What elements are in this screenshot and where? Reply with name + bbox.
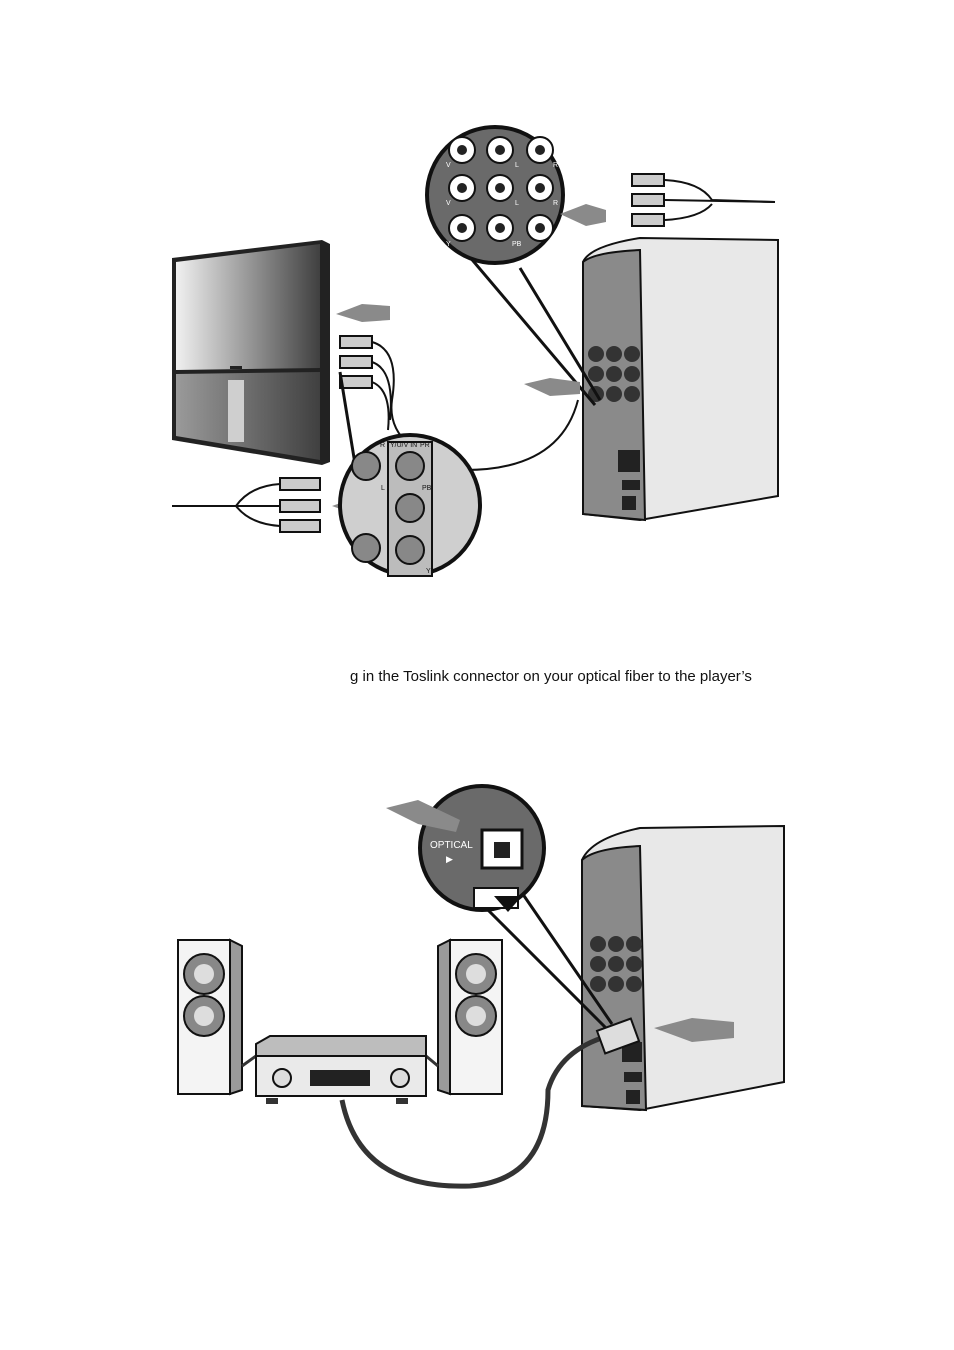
- jack-label: L: [381, 485, 385, 492]
- jack-label: PR: [420, 442, 430, 449]
- optical-fiber-cable: [339, 1017, 641, 1189]
- jack-label: R: [553, 162, 558, 169]
- rca-cable-plugs-top: [631, 173, 776, 227]
- player-jack-magnifier: V L R V L R Y PB PR: [425, 125, 602, 406]
- stereo-amplifier: [241, 1035, 439, 1104]
- jack-label: R: [553, 200, 558, 207]
- television: [172, 240, 330, 465]
- instruction-caption: g in the Toslink connector on your optic…: [350, 668, 752, 685]
- jack-label: L: [515, 162, 519, 169]
- jack-label: PR: [548, 241, 558, 248]
- media-player-device: [582, 236, 779, 522]
- jack-label: PB: [512, 241, 522, 248]
- right-speaker: [437, 938, 503, 1096]
- jack-label: R: [380, 442, 385, 449]
- jack-label: Y: [446, 241, 451, 248]
- jack-label: V: [446, 200, 451, 207]
- arrow-icon: [386, 800, 734, 1042]
- jack-label: Y/U/V IN: [390, 442, 417, 449]
- jack-label: PB: [422, 485, 432, 492]
- left-speaker: [177, 938, 243, 1096]
- tv-cable-plugs: [339, 335, 579, 472]
- optical-jack-magnifier: OPTICAL ▶: [418, 784, 614, 1032]
- jack-label: V: [446, 162, 451, 169]
- optical-arrow-icon: ▶: [446, 855, 453, 865]
- component-connection-figure: V L R V L R Y PB PR: [172, 125, 779, 577]
- optical-label: OPTICAL: [430, 840, 473, 851]
- rca-cable-plugs-bottom: [172, 477, 321, 533]
- jack-label: Y: [426, 568, 431, 575]
- jack-label: L: [515, 200, 519, 207]
- media-player-device: [581, 824, 785, 1112]
- tv-jack-magnifier: R Y/U/V IN PR L PB Y: [338, 371, 482, 577]
